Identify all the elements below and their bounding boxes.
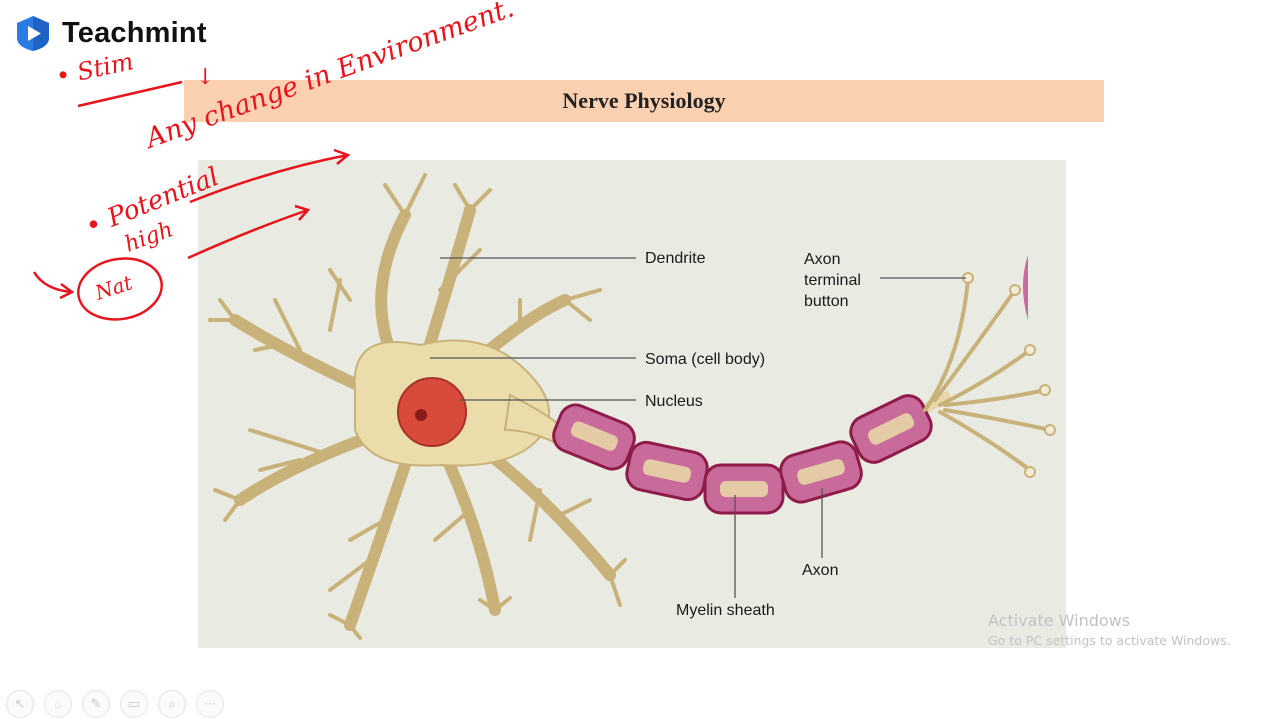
label-nucleus: Nucleus [645,393,703,410]
label-dendrite: Dendrite [645,250,706,267]
label-axon-terminal-1: Axon [804,251,841,268]
more-icon[interactable]: ⋯ [196,690,224,718]
pen-icon[interactable]: ✎ [82,690,110,718]
label-axon: Axon [802,562,839,579]
annotation-toolbar: ↖ ◌ ✎ ▭ ⌕ ⋯ [6,690,224,718]
brand-name: Teachmint [62,16,207,49]
label-myelin: Myelin sheath [676,602,775,619]
zoom-icon[interactable]: ⌕ [158,690,186,718]
label-soma: Soma (cell body) [645,351,766,368]
target-cell [1023,255,1028,320]
highlighter-icon[interactable]: ▭ [120,690,148,718]
label-axon-terminal-3: button [804,293,849,310]
nucleolus [415,409,427,421]
eraser-icon[interactable]: ◌ [44,690,72,718]
slide-title: Nerve Physiology [562,88,726,113]
label-axon-terminal-2: terminal [804,272,861,289]
teachmint-play-shield-icon [17,16,49,51]
watermark-line-2: Go to PC settings to activate Windows. [988,633,1231,648]
axon-terminals [923,278,1052,472]
leader-lines [430,257,966,598]
activate-windows-watermark: Activate Windows Go to PC settings to ac… [988,611,1231,648]
myelin-inner [570,413,915,497]
terminal-buttons [962,272,1056,478]
nucleus [397,377,467,447]
teachmint-logo: Teachmint [14,14,207,52]
pointer-icon[interactable]: ↖ [6,690,34,718]
watermark-line-1: Activate Windows [988,611,1131,630]
slide-title-bar: Nerve Physiology [184,80,1104,122]
